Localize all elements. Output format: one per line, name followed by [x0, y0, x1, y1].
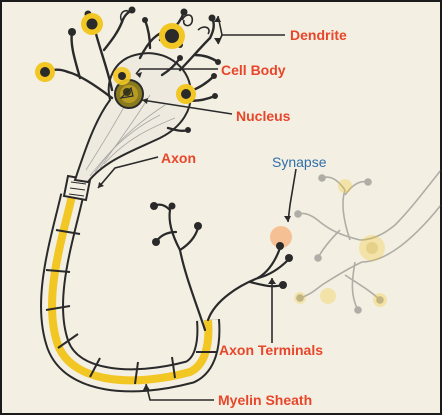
- label-synapse: Synapse: [272, 155, 326, 169]
- axon-terminals: [154, 205, 288, 330]
- label-myelin-sheath: Myelin Sheath: [218, 393, 312, 407]
- neighbor-neuron-highlights: [294, 179, 387, 307]
- label-nucleus: Nucleus: [236, 109, 290, 123]
- label-dendrite: Dendrite: [290, 28, 347, 42]
- axon-terminal-bulbs: [150, 202, 293, 289]
- label-axon: Axon: [161, 151, 196, 165]
- label-axon-terminals: Axon Terminals: [219, 343, 323, 357]
- label-cell-body: Cell Body: [221, 63, 286, 77]
